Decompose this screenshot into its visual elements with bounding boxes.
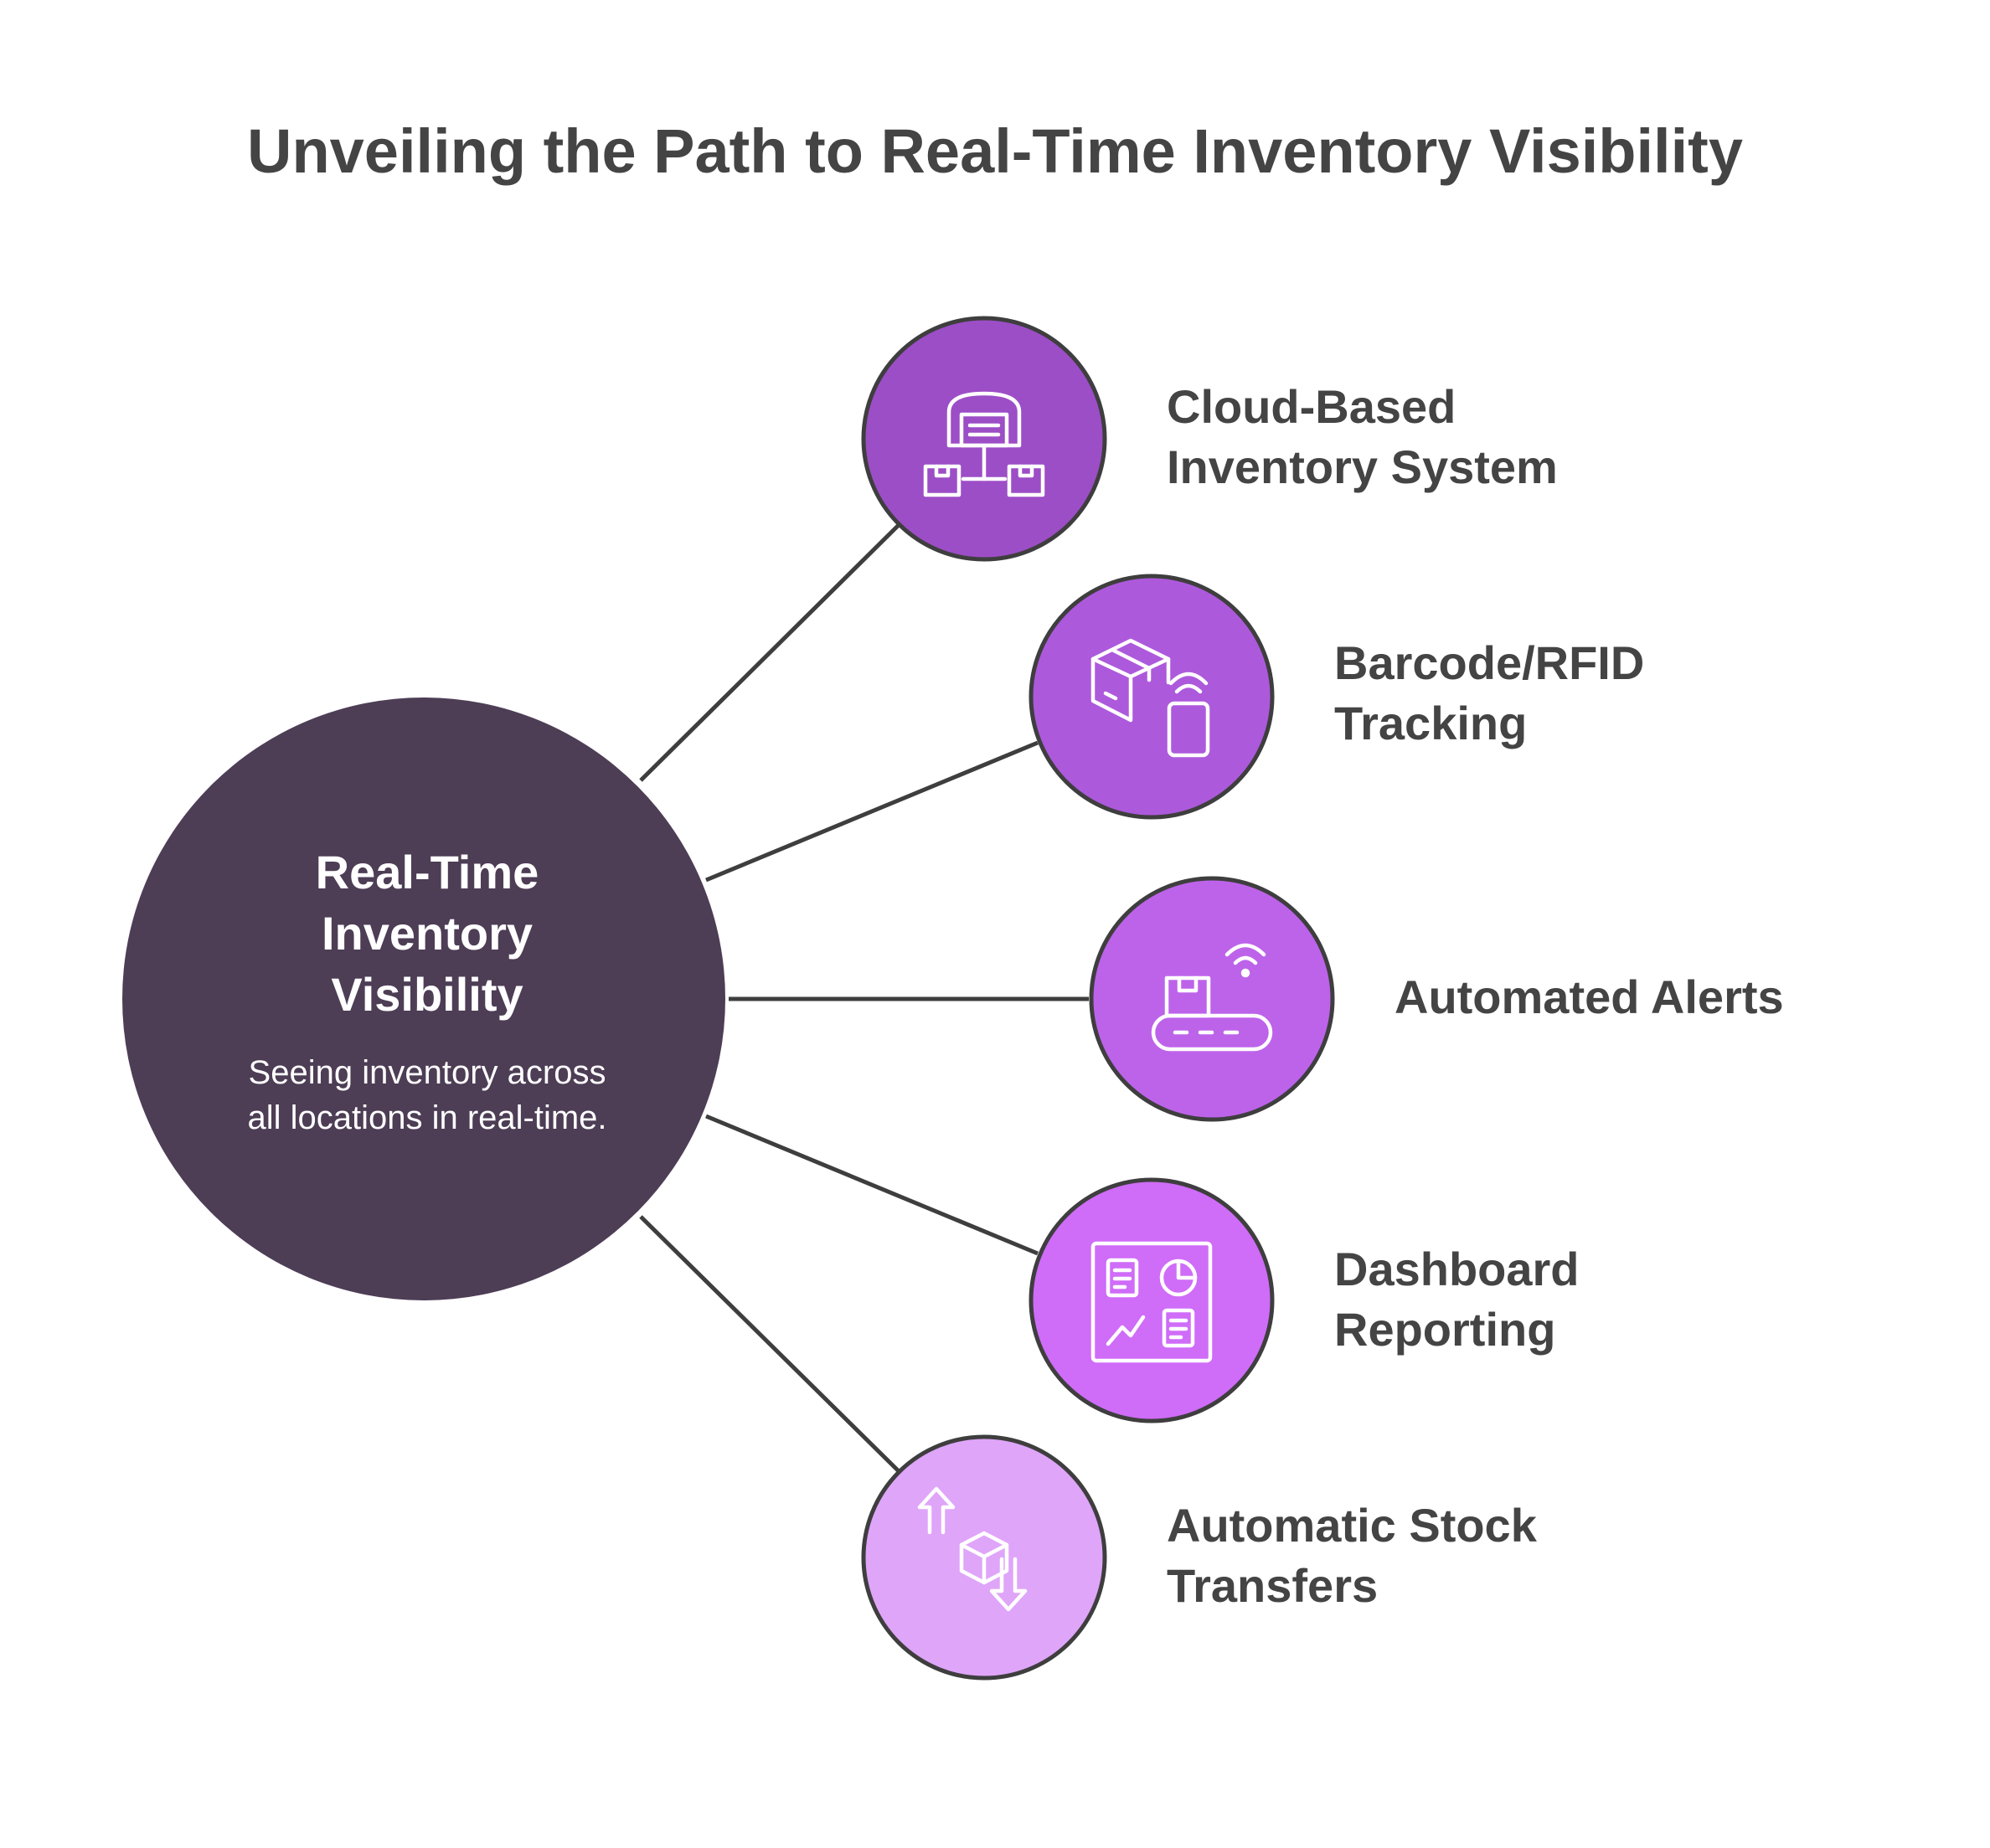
label-dashboard-reporting: Dashboard Reporting [1334, 1239, 1580, 1360]
label-barcode-rfid-tracking: Barcode/RFID Tracking [1334, 633, 1644, 754]
label-automated-alerts: Automated Alerts [1395, 967, 1784, 1027]
hub-title-line: Real-Time [315, 846, 539, 898]
connector-cloud [639, 523, 900, 782]
stock-transfer-icon [917, 1486, 1028, 1612]
node-circle-cloud [861, 316, 1107, 562]
hub-title: Real-Time Inventory Visibility [151, 842, 704, 1025]
hub-circle [122, 698, 725, 1300]
connector-barcode [705, 740, 1039, 883]
label-automatic-stock-transfers: Automatic Stock Transfers [1167, 1495, 1537, 1616]
label-cloud-based-inventory-system: Cloud-Based Inventory System [1167, 377, 1558, 497]
node-circle-alerts [1089, 876, 1335, 1122]
label-line: Automatic Stock [1167, 1499, 1537, 1552]
label-line: Dashboard [1334, 1243, 1580, 1295]
conveyor-wifi-icon [1151, 943, 1273, 1052]
connector-stock [639, 1215, 900, 1473]
label-line: Tracking [1334, 697, 1528, 749]
hub-title-line: Inventory [321, 907, 534, 960]
hub-description-line: Seeing inventory across [248, 1054, 606, 1091]
connector-dashboard [705, 1114, 1039, 1256]
node-circle-barcode [1029, 574, 1275, 820]
label-line: Inventory System [1167, 440, 1558, 493]
hub-content: Real-Time Inventory Visibility Seeing in… [151, 842, 704, 1140]
warehouse-network-icon [923, 391, 1045, 497]
hub-description: Seeing inventory across all locations in… [151, 1050, 704, 1140]
hub-title-line: Visibility [331, 968, 523, 1021]
dashboard-report-icon [1090, 1241, 1213, 1363]
node-circle-dashboard [1029, 1177, 1275, 1423]
box-rfid-scanner-icon [1090, 638, 1210, 758]
label-line: Reporting [1334, 1303, 1556, 1356]
label-line: Transfers [1167, 1559, 1379, 1612]
hub-description-line: all locations in real-time. [247, 1099, 607, 1136]
diagram-title: Unveiling the Path to Real-Time Inventor… [247, 116, 1743, 186]
label-line: Cloud-Based [1167, 380, 1456, 433]
label-line: Barcode/RFID [1334, 636, 1645, 689]
label-line: Automated Alerts [1395, 970, 1784, 1023]
